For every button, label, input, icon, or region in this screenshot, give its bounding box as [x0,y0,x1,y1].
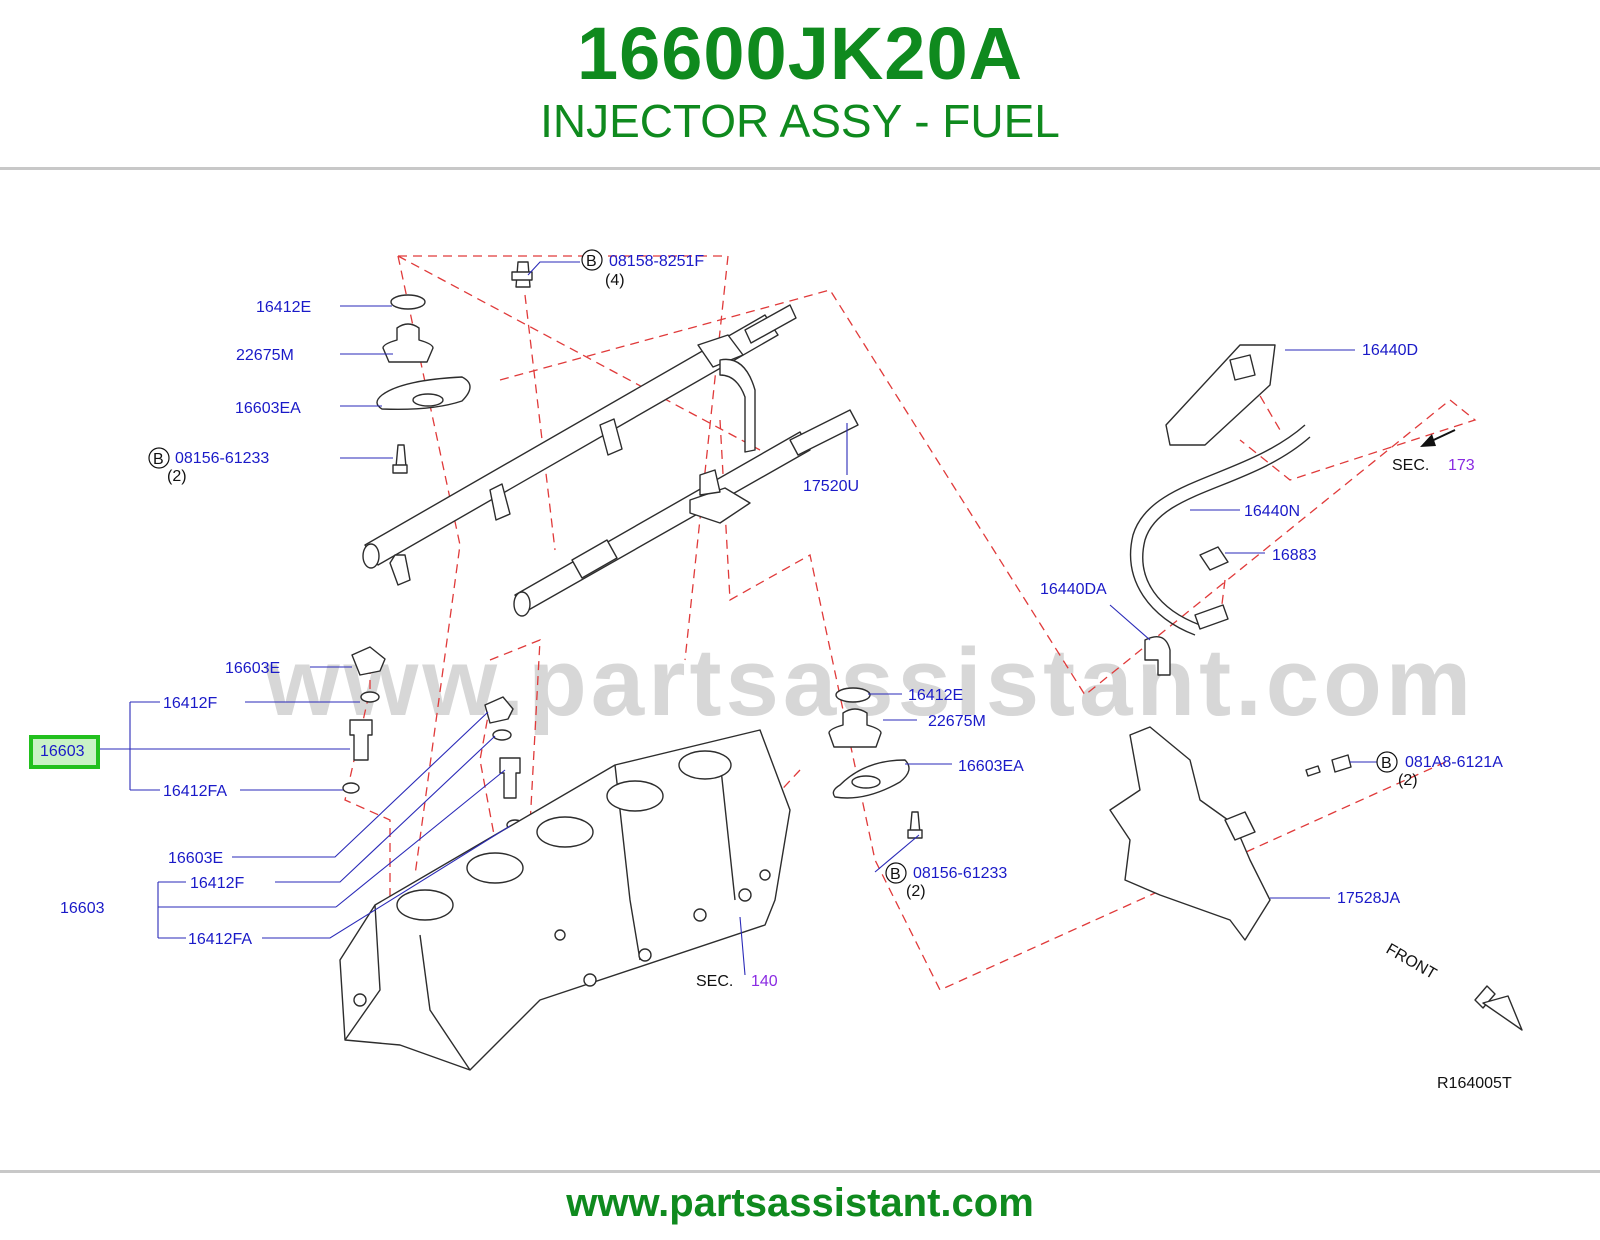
label-16412FA-b[interactable]: 16412FA [188,931,252,948]
label-16412F-a[interactable]: 16412F [163,695,217,712]
header-divider [0,167,1600,170]
label-16603-highlight: 16603 [40,743,85,760]
label-16412E-top[interactable]: 16412E [256,299,311,316]
sec-173-ref[interactable]: SEC. 173 [1392,457,1475,474]
part-name-subtitle: INJECTOR ASSY - FUEL [540,95,1060,147]
svg-text:140: 140 [751,973,778,990]
bracket-assembly [1109,726,1352,941]
label-16603EA-mid[interactable]: 16603EA [958,758,1024,775]
svg-text:B: B [153,451,164,468]
label-16412F-b[interactable]: 16412F [190,875,244,892]
svg-text:(2): (2) [906,883,926,900]
fuel-hose-assembly [1129,344,1311,676]
svg-text:SEC.: SEC. [696,973,733,990]
label-16412FA-a[interactable]: 16412FA [163,783,227,800]
bolt-callout-right: B 081A8-6121A (2) [1376,751,1503,789]
svg-text:08156-61233: 08156-61233 [175,450,269,467]
pressure-regulator-upper-left [376,261,533,474]
leader-lines [100,261,1380,976]
injector-group-left [342,646,524,831]
svg-text:(2): (2) [1398,772,1418,789]
watermark-text: www.partsassistant.com [264,629,1475,736]
label-16883[interactable]: 16883 [1272,547,1317,564]
sec-173-arrow [1420,429,1456,447]
svg-text:B: B [586,253,597,270]
sec-140-ref[interactable]: SEC. 140 [696,973,778,990]
reference-code: R164005T [1437,1075,1512,1092]
svg-text:SEC.: SEC. [1392,457,1429,474]
label-16603E-a[interactable]: 16603E [225,660,280,677]
fuel-rail-upper [362,304,797,586]
label-17520U[interactable]: 17520U [803,478,859,495]
label-22675M-mid[interactable]: 22675M [928,713,986,730]
label-16603-b[interactable]: 16603 [60,900,105,917]
front-label: FRONT [1383,941,1439,983]
label-16603EA-top[interactable]: 16603EA [235,400,301,417]
bolt-callout-top: B 08158-8251F (4) [581,249,704,289]
footer-divider [0,1170,1600,1173]
intake-manifold [339,729,791,1071]
highlighted-part-16603[interactable]: 16603 [29,735,100,769]
svg-text:(4): (4) [605,272,625,289]
label-22675M-top[interactable]: 22675M [236,347,294,364]
svg-text:173: 173 [1448,457,1475,474]
svg-text:08158-8251F: 08158-8251F [609,253,704,270]
page-header: 16600JK20A INJECTOR ASSY - FUEL [0,0,1600,168]
bolt-callout-mid: B 08156-61233 (2) [885,862,1007,900]
svg-text:(2): (2) [167,468,187,485]
svg-text:08156-61233: 08156-61233 [913,865,1007,882]
svg-text:B: B [890,866,901,883]
label-17528JA[interactable]: 17528JA [1337,890,1400,907]
front-arrow-icon [1474,985,1523,1031]
label-16440N[interactable]: 16440N [1244,503,1300,520]
label-16603E-b[interactable]: 16603E [168,850,223,867]
fuel-rail-lower [513,409,859,617]
svg-text:081A8-6121A: 081A8-6121A [1405,754,1503,771]
svg-text:B: B [1381,755,1392,772]
footer-website-link[interactable]: www.partsassistant.com [566,1181,1034,1225]
label-16412E-mid[interactable]: 16412E [908,687,963,704]
label-16440D[interactable]: 16440D [1362,342,1418,359]
bolt-callout-left: B 08156-61233 (2) [148,447,269,485]
parts-diagram: www.partsassistant.com [29,249,1523,1092]
part-number-title: 16600JK20A [576,12,1024,95]
label-16440DA[interactable]: 16440DA [1040,581,1107,598]
